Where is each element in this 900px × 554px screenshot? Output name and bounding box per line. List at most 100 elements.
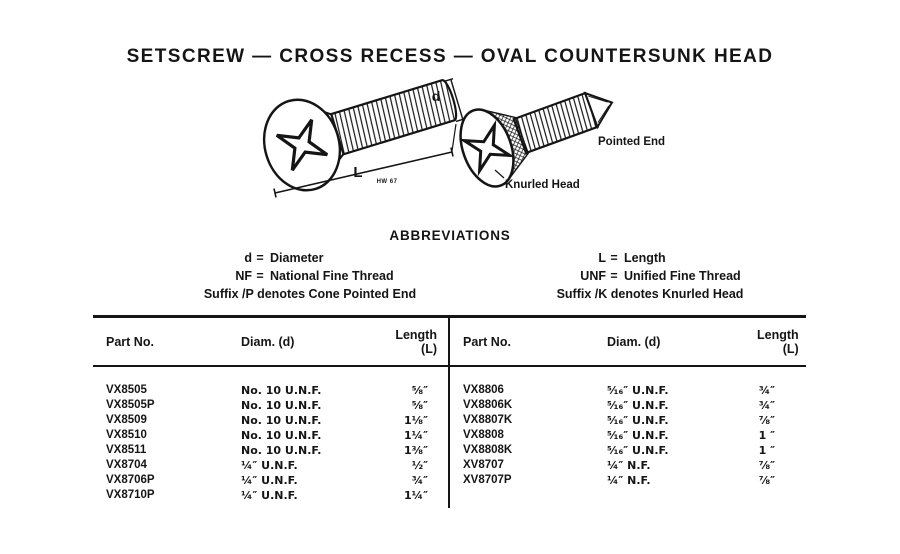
table-row: VX8511 No. 10 U.N.F. 1⅜″ [93, 443, 448, 458]
column-header-diam: Diam. (d) [607, 334, 661, 349]
length: 1⅜″ [404, 444, 428, 457]
part-no: VX8509 [106, 414, 147, 426]
part-no: VX8807K [463, 414, 513, 426]
column-header-length: Length (L) [395, 327, 437, 356]
part-no: XV8707P [463, 474, 512, 486]
table-row: VX8704 ¼″ U.N.F. ½″ [93, 458, 448, 473]
length: 1⅛″ [404, 414, 428, 427]
part-no: XV8707 [463, 459, 504, 471]
abbreviation-line: L = Length [490, 249, 810, 267]
diameter: ¼″ U.N.F. [241, 459, 298, 472]
abbreviation-meaning: Unified Fine Thread [624, 269, 741, 283]
diameter: ⁵⁄₁₆″ U.N.F. [607, 399, 669, 412]
diameter: ¼″ N.F. [607, 459, 651, 472]
table-row: VX8706P ¼″ U.N.F. ¾″ [93, 473, 448, 488]
equals-sign: = [610, 251, 618, 265]
abbreviation-key: UNF [580, 269, 606, 283]
knurled-pointed-screw-drawing: Pointed End Knurled Head [448, 84, 693, 204]
knurled-head-label: Knurled Head [505, 179, 580, 191]
length: ¾″ [758, 399, 775, 412]
pointed-end-label: Pointed End [598, 136, 665, 148]
column-header-diam: Diam. (d) [241, 334, 295, 349]
diameter: ¼″ U.N.F. [241, 474, 298, 487]
table-row: VX8806K ⁵⁄₁₆″ U.N.F. ¾″ [450, 398, 806, 413]
column-header-part: Part No. [463, 334, 511, 349]
abbreviation-key: L [598, 251, 606, 265]
part-no: VX8704 [106, 459, 147, 471]
diameter: No. 10 U.N.F. [241, 414, 322, 427]
equals-sign: = [256, 269, 264, 283]
table-row: VX8505P No. 10 U.N.F. ⅝″ [93, 398, 448, 413]
diameter: ¼″ U.N.F. [241, 489, 298, 502]
diameter: ⁵⁄₁₆″ U.N.F. [607, 444, 669, 457]
diameter: No. 10 U.N.F. [241, 444, 322, 457]
abbreviation-key: d [244, 251, 252, 265]
length: 1¼″ [404, 489, 428, 502]
diameter: ⁵⁄₁₆″ U.N.F. [607, 414, 669, 427]
abbreviations-right-column: L = Length UNF = Unified Fine Thread Suf… [490, 249, 810, 303]
diameter: No. 10 U.N.F. [241, 384, 322, 397]
equals-sign: = [610, 269, 618, 283]
table-row: VX8808 ⁵⁄₁₆″ U.N.F. 1 ″ [450, 428, 806, 443]
part-no: VX8510 [106, 429, 147, 441]
diameter: ⁵⁄₁₆″ U.N.F. [607, 384, 669, 397]
dimension-l-label: L [353, 164, 362, 181]
length: ½″ [411, 459, 428, 472]
part-no: VX8710P [106, 489, 155, 501]
part-no: VX8505 [106, 384, 147, 396]
table-row: VX8808K ⁵⁄₁₆″ U.N.F. 1 ″ [450, 443, 806, 458]
part-no: VX8806K [463, 399, 513, 411]
abbreviation-line: UNF = Unified Fine Thread [490, 267, 810, 285]
length: ¾″ [411, 474, 428, 487]
length: 1 ″ [758, 444, 775, 457]
table-row: VX8710P ¼″ U.N.F. 1¼″ [93, 488, 448, 503]
length: ⅞″ [758, 414, 775, 427]
length: 1¼″ [404, 429, 428, 442]
suffix-k-note: Suffix /K denotes Knurled Head [556, 287, 744, 301]
table-row: VX8509 No. 10 U.N.F. 1⅛″ [93, 413, 448, 428]
column-header-part: Part No. [106, 334, 154, 349]
length: ⅞″ [758, 474, 775, 487]
page-title: SETSCREW — CROSS RECESS — OVAL COUNTERSU… [126, 46, 774, 67]
part-no: VX8706P [106, 474, 155, 486]
abbreviation-meaning: National Fine Thread [270, 269, 394, 283]
table-body: VX8806 ⁵⁄₁₆″ U.N.F. ¾″ VX8806K ⁵⁄₁₆″ U.N.F.… [450, 367, 806, 488]
part-no: VX8806 [463, 384, 504, 396]
abbreviation-key: NF [235, 269, 252, 283]
table-header-row: Part No. Diam. (d) Length (L) [93, 318, 448, 367]
table-row: VX8807K ⁵⁄₁₆″ U.N.F. ⅞″ [450, 413, 806, 428]
diameter: ⁵⁄₁₆″ U.N.F. [607, 429, 669, 442]
length: 1 ″ [758, 429, 775, 442]
column-header-length: Length (L) [757, 327, 799, 356]
abbreviation-meaning: Length [624, 251, 666, 265]
abbreviations-heading: ABBREVIATIONS [389, 228, 511, 243]
part-no: VX8808K [463, 444, 513, 456]
artist-mark: HW 67 [377, 179, 398, 185]
part-no: VX8505P [106, 399, 155, 411]
abbreviations-left-column: d = Diameter NF = National Fine Thread S… [150, 249, 470, 303]
length: ⅝″ [411, 399, 428, 412]
table-row: VX8510 No. 10 U.N.F. 1¼″ [93, 428, 448, 443]
diameter: No. 10 U.N.F. [241, 429, 322, 442]
diameter: No. 10 U.N.F. [241, 399, 322, 412]
suffix-p-note: Suffix /P denotes Cone Pointed End [203, 287, 417, 301]
dimension-d-label: d [432, 88, 441, 104]
oval-countersunk-screw-drawing: d L HW 67 [252, 74, 476, 206]
screw-diagram-left-icon: d L HW 67 [262, 78, 466, 198]
table-center-divider [448, 318, 450, 508]
abbreviation-line: NF = National Fine Thread [150, 267, 470, 285]
abbreviation-line: d = Diameter [150, 249, 470, 267]
part-no: VX8511 [106, 444, 147, 456]
abbreviation-meaning: Diameter [270, 251, 324, 265]
part-no: VX8808 [463, 429, 504, 441]
parts-table-right: Part No. Diam. (d) Length (L) VX8806 ⁵⁄₁₆… [450, 318, 806, 513]
screw-diagram-right-icon: Pointed End Knurled Head [458, 91, 665, 191]
